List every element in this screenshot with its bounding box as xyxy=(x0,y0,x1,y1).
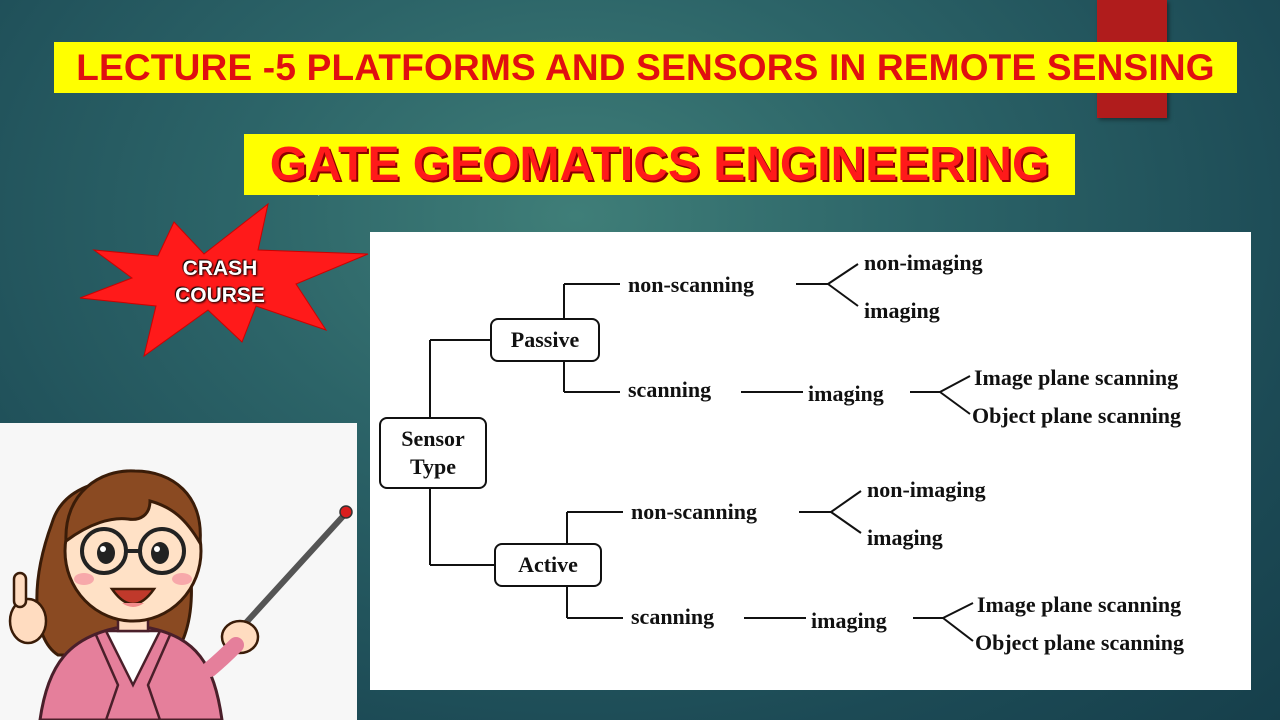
active-scanning-label: scanning xyxy=(631,604,715,629)
passive-scanning-imaging-label: imaging xyxy=(808,381,884,406)
badge-line-1: CRASH xyxy=(182,257,258,280)
badge-label: CRASH COURSE xyxy=(150,255,290,309)
active-non-imaging-label: non-imaging xyxy=(867,477,986,502)
root-line-1: Sensor xyxy=(401,426,465,451)
root-node: Sensor Type xyxy=(379,417,487,489)
active-image-plane-label: Image plane scanning xyxy=(977,592,1182,617)
teacher-with-pointer-illustration xyxy=(8,469,353,720)
passive-image-plane-label: Image plane scanning xyxy=(974,365,1179,390)
passive-imaging-label: imaging xyxy=(864,298,940,323)
presenter-card xyxy=(0,423,357,720)
root-line-2: Type xyxy=(409,454,457,479)
diagram-connectors xyxy=(429,263,974,642)
active-node: Active xyxy=(494,543,602,587)
passive-non-scanning-label: non-scanning xyxy=(628,272,754,297)
active-non-scanning-label: non-scanning xyxy=(631,499,757,524)
sensor-type-diagram: Sensor Type Passive Active non-scanning … xyxy=(370,232,1251,690)
active-scanning-imaging-label: imaging xyxy=(811,608,887,633)
course-subtitle: GATE GEOMATICS ENGINEERING xyxy=(244,134,1075,195)
lecture-title: LECTURE -5 PLATFORMS AND SENSORS IN REMO… xyxy=(54,42,1237,93)
badge-line-2: COURSE xyxy=(175,284,265,307)
passive-object-plane-label: Object plane scanning xyxy=(972,403,1182,428)
passive-node: Passive xyxy=(490,318,600,362)
active-object-plane-label: Object plane scanning xyxy=(975,630,1185,655)
active-imaging-label: imaging xyxy=(867,525,943,550)
passive-scanning-label: scanning xyxy=(628,377,712,402)
passive-non-imaging-label: non-imaging xyxy=(864,250,983,275)
crash-course-badge xyxy=(79,202,369,358)
